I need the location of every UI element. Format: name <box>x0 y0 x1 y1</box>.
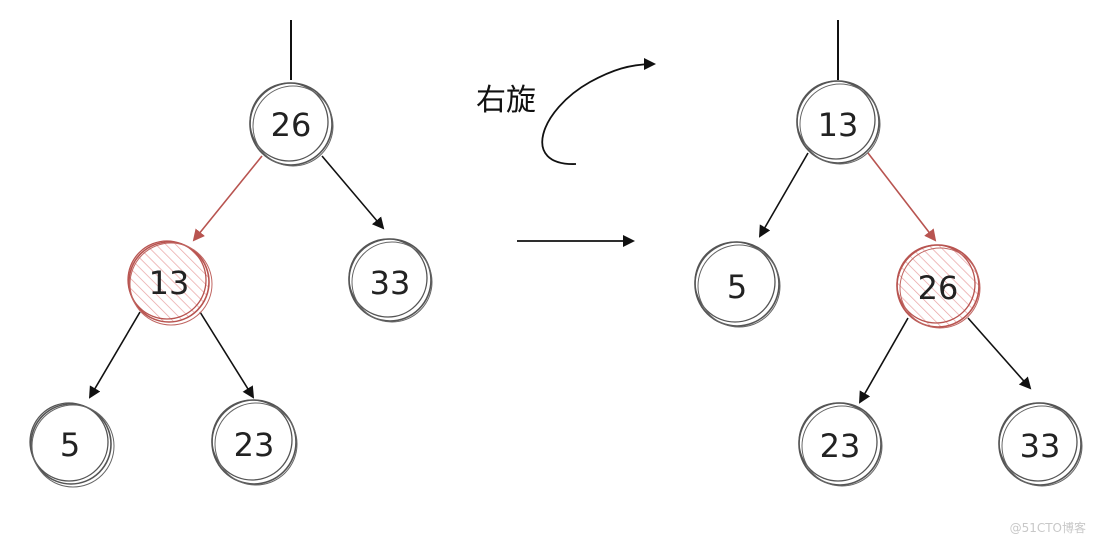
node-label: 5 <box>727 268 747 306</box>
node-13-highlight: 13 <box>127 240 213 326</box>
node-label: 26 <box>271 106 312 144</box>
node-33: 33 <box>998 402 1083 487</box>
before-tree: 26 13 33 5 23 <box>29 20 433 488</box>
edge-26-23 <box>859 317 909 404</box>
node-5: 5 <box>29 402 115 488</box>
watermark: @51CTO博客 <box>1009 521 1086 535</box>
node-label: 13 <box>149 264 190 302</box>
node-label: 33 <box>370 264 411 302</box>
edge-26-33 <box>967 317 1032 390</box>
node-label: 26 <box>918 269 959 307</box>
curved-arrow-icon <box>541 58 656 165</box>
edge-13-5 <box>88 311 141 399</box>
node-label: 23 <box>820 427 861 465</box>
node-label: 5 <box>60 426 80 464</box>
node-13: 13 <box>796 80 881 165</box>
node-label: 13 <box>818 106 859 144</box>
node-label: 23 <box>234 426 275 464</box>
edge-13-26 <box>867 152 937 242</box>
edge-13-23 <box>199 311 255 399</box>
node-23: 23 <box>798 402 883 487</box>
node-26-highlight: 26 <box>896 244 981 329</box>
node-23: 23 <box>211 399 298 486</box>
rotation-label: 右旋 <box>476 83 536 118</box>
node-33: 33 <box>348 238 433 323</box>
rotation-indicator: 右旋 <box>476 58 656 247</box>
node-5: 5 <box>694 241 781 328</box>
after-tree: 13 5 26 23 33 <box>694 20 1083 487</box>
node-label: 33 <box>1020 427 1061 465</box>
edge-26-13 <box>192 155 263 242</box>
edge-26-33 <box>321 155 385 230</box>
node-26: 26 <box>249 82 334 167</box>
edge-13-5 <box>758 152 809 238</box>
